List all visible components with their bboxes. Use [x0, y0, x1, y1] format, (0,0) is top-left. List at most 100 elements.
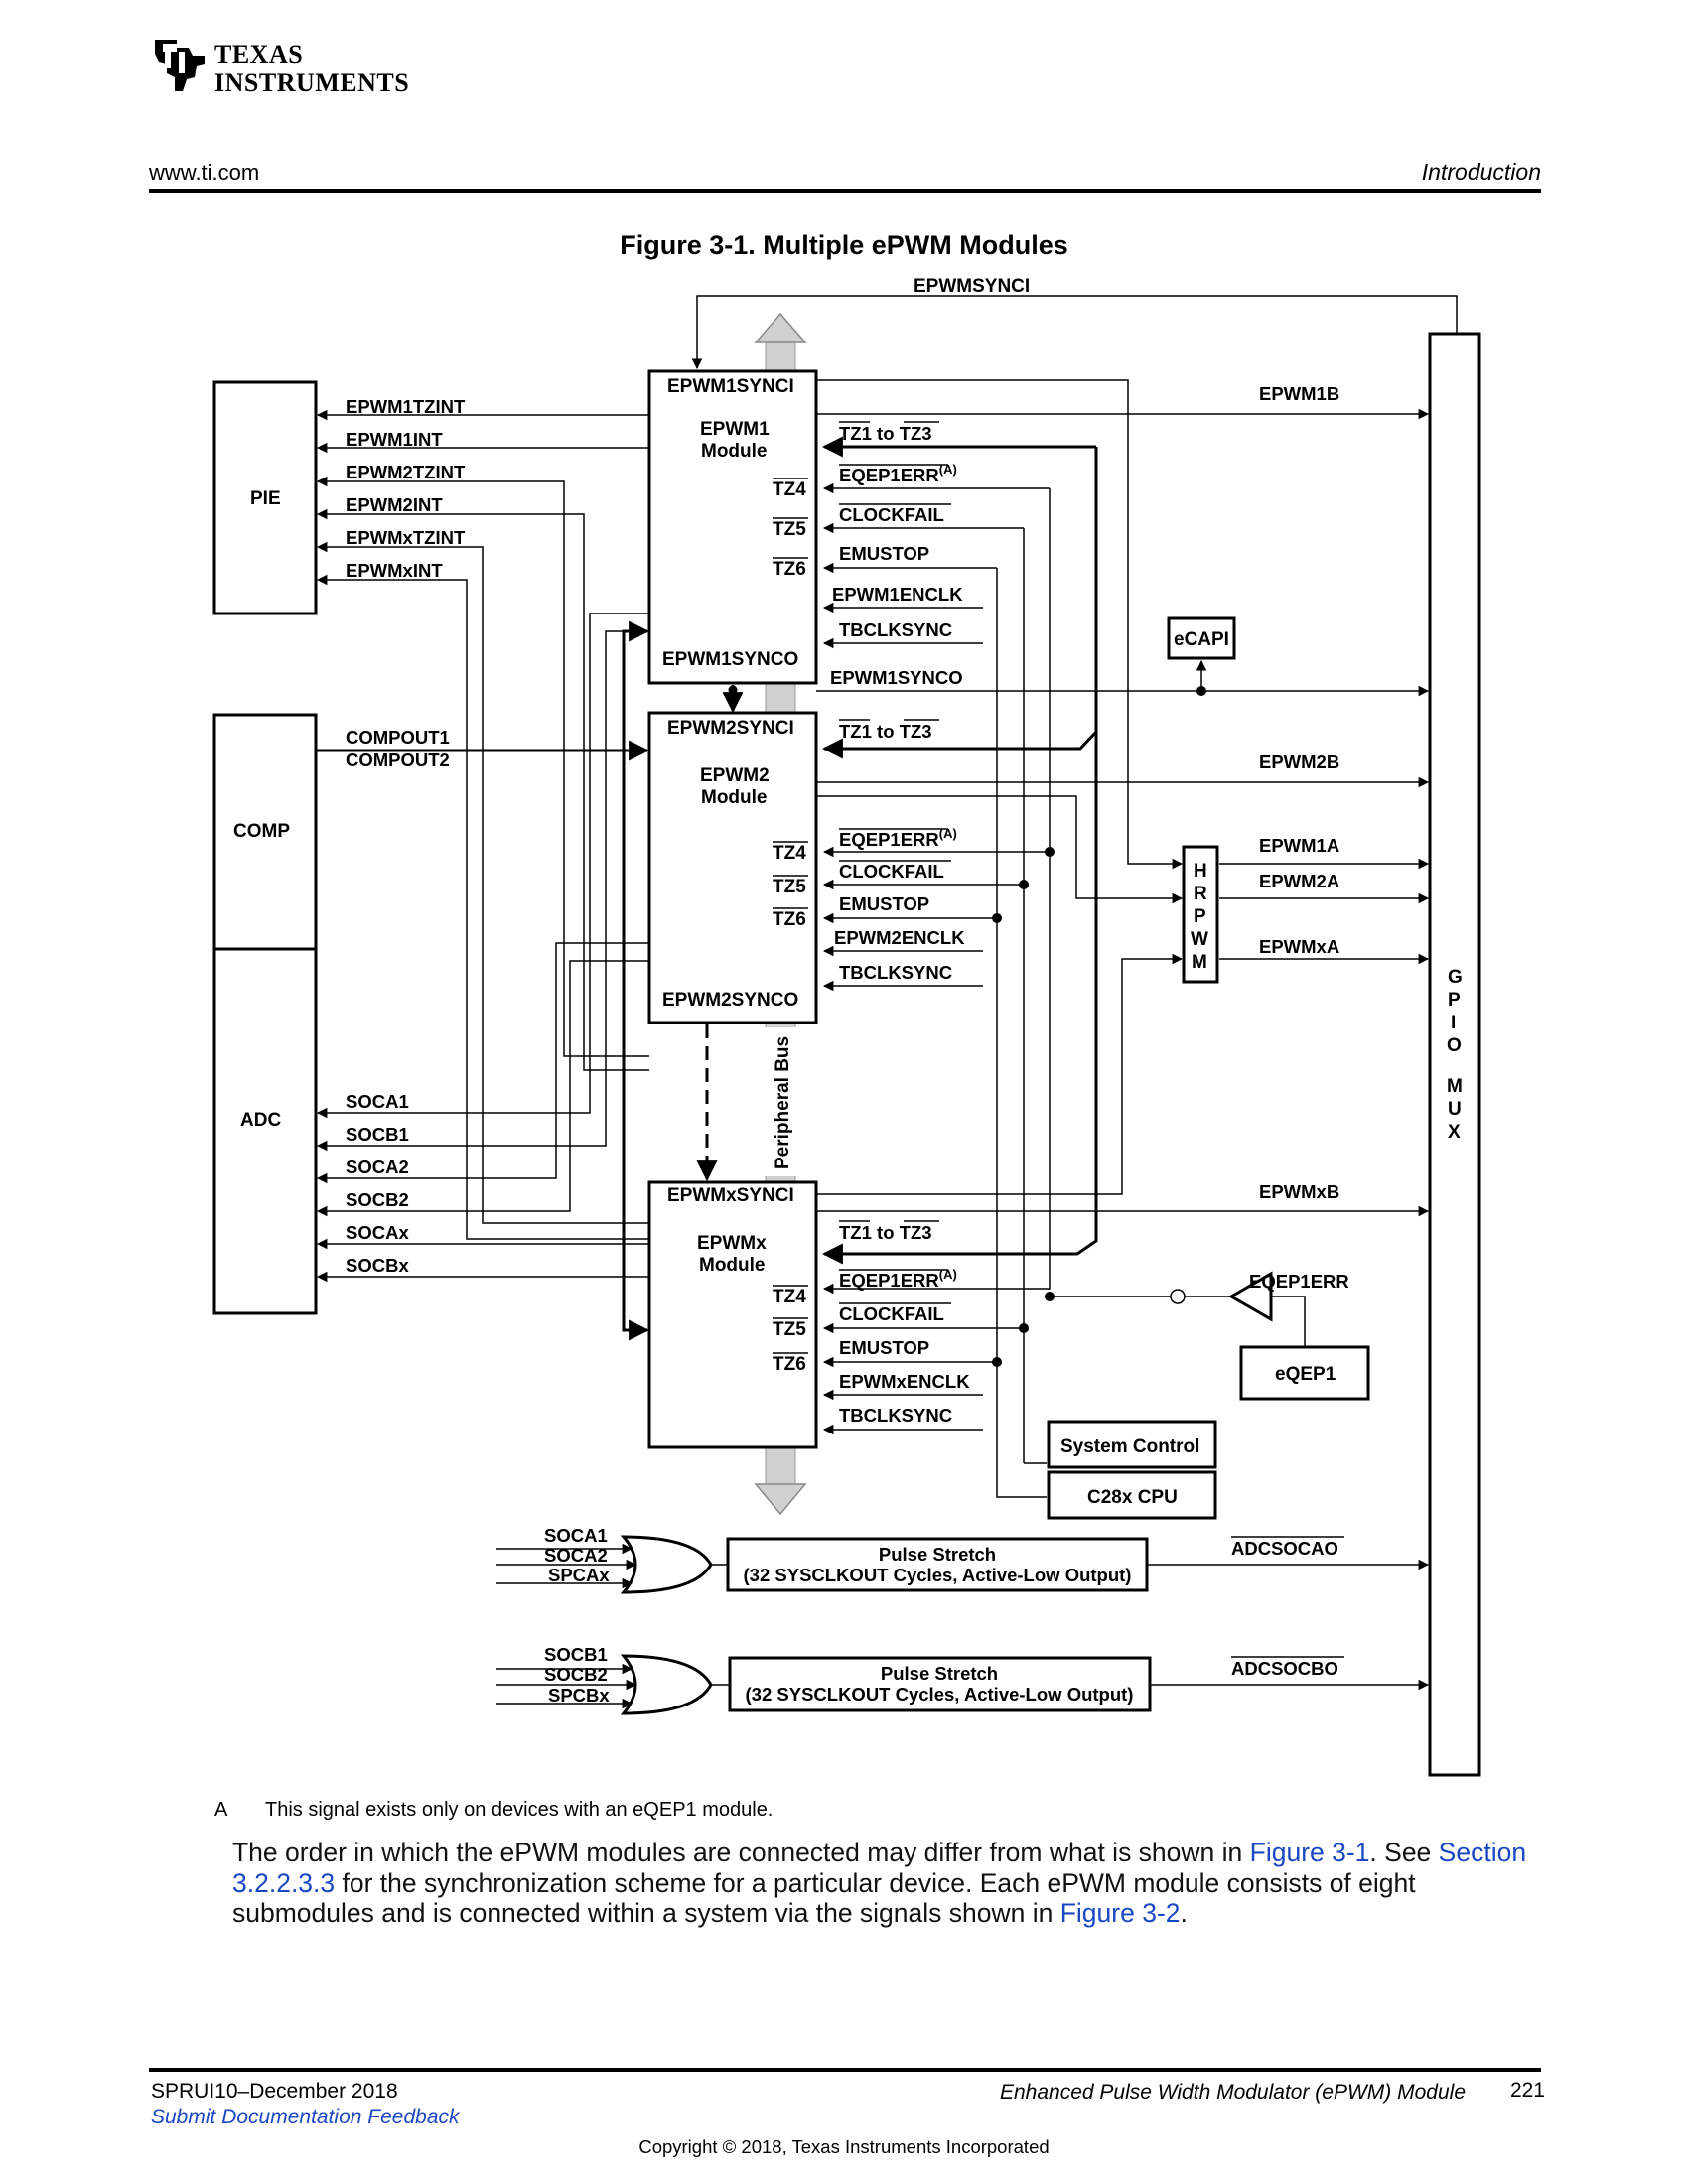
pulse-stretch-1: Pulse Stretch (32 SYSCLKOUT Cycles, Acti… [726, 1537, 1149, 1592]
figure-3-2-link[interactable]: Figure 3-2 [1059, 1898, 1181, 1928]
svg-text:TBCLKSYNC: TBCLKSYNC [839, 962, 952, 983]
svg-text:I: I [1451, 1013, 1456, 1033]
svg-text:EPWM2SYNCO: EPWM2SYNCO [662, 990, 798, 1011]
svg-text:SOCB2: SOCB2 [346, 1189, 409, 1210]
svg-text:W: W [1191, 929, 1208, 950]
website-link[interactable]: www.ti.com [149, 160, 260, 185]
svg-text:M: M [1447, 1076, 1463, 1097]
ti-logo-icon [155, 40, 205, 91]
svg-text:EPWM2: EPWM2 [700, 765, 770, 786]
svg-text:EPWMxTZINT: EPWMxTZINT [346, 527, 466, 548]
svg-text:EPWM2TZINT: EPWM2TZINT [346, 462, 466, 482]
logo-line-1: Texas [214, 40, 304, 68]
svg-text:SPCAx: SPCAx [548, 1565, 610, 1585]
epwm1-inputs [822, 482, 1172, 1498]
svg-text:EPWMxENCLK: EPWMxENCLK [839, 1371, 970, 1392]
svg-text:EPWMxSYNCI: EPWMxSYNCI [667, 1185, 794, 1206]
svg-text:TZ4: TZ4 [773, 843, 806, 864]
overbars-inputs [839, 421, 951, 1304]
compout2-label: COMPOUT2 [346, 750, 450, 770]
svg-text:TZ5: TZ5 [773, 877, 806, 897]
cpu-block: C28x CPU [1047, 1470, 1217, 1520]
svg-text:(32 SYSCLKOUT Cycles, Active-L: (32 SYSCLKOUT Cycles, Active-Low Output) [746, 1684, 1134, 1705]
svg-text:System Control: System Control [1060, 1436, 1199, 1457]
or-gate-1: SOCA1 SOCA2 SPCAx [496, 1525, 1430, 1594]
logo-line-2: Instruments [214, 68, 410, 97]
body-paragraph: The order in which the ePWM modules are … [232, 1838, 1543, 1929]
gpio-mux-block: G P I O M U X [1428, 332, 1481, 1777]
adc-signal-labels: SOCA1 SOCB1 SOCA2 SOCB2 SOCAx SOCBx [346, 1091, 409, 1276]
compout1-label: COMPOUT1 [346, 727, 450, 748]
doc-title: Enhanced Pulse Width Modulator (ePWM) Mo… [999, 2081, 1466, 2104]
adc-block: ADC [212, 947, 318, 1315]
svg-text:EMUSTOP: EMUSTOP [839, 893, 929, 914]
svg-text:X: X [1448, 1122, 1461, 1143]
svg-text:Pulse Stretch: Pulse Stretch [879, 1544, 996, 1565]
peripheral-bus-label: Peripheral Bus [773, 1036, 793, 1169]
svg-text:EPWM2A: EPWM2A [1259, 871, 1339, 891]
svg-text:eQEP1: eQEP1 [1275, 1364, 1336, 1385]
pulse-stretch-2: Pulse Stretch (32 SYSCLKOUT Cycles, Acti… [728, 1656, 1152, 1712]
doc-id: SPRUI10–December 2018 [151, 2080, 398, 2103]
feedback-link[interactable]: Submit Documentation Feedback [151, 2106, 460, 2128]
pie-signal-labels: EPWM1TZINT EPWM1INT EPWM2TZINT EPWM2INT … [346, 396, 466, 581]
system-control-block: System Control [1047, 1420, 1217, 1469]
svg-text:SOCA1: SOCA1 [346, 1091, 409, 1112]
body-text-2: . See [1369, 1838, 1439, 1867]
svg-text:SOCA1: SOCA1 [544, 1525, 608, 1546]
tz1-tz3-bus [821, 436, 1098, 1265]
svg-text:CLOCKFAIL: CLOCKFAIL [839, 1303, 944, 1324]
svg-text:EPWM2SYNCI: EPWM2SYNCI [667, 718, 794, 739]
svg-text:SOCA2: SOCA2 [544, 1545, 608, 1566]
epwm1-module: EPWM1SYNCI EPWM1 Module TZ4 TZ5 TZ6 EPWM… [647, 369, 818, 685]
gpio-output-labels: EPWM1B EPWM1SYNCO EPWM2B EPWM1A EPWM2A E… [830, 383, 1339, 1202]
footnote-text: This signal exists only on devices with … [265, 1799, 774, 1821]
svg-text:EPWM1ENCLK: EPWM1ENCLK [832, 584, 963, 605]
svg-text:eCAPI: eCAPI [1174, 629, 1229, 650]
eqep1-block: eQEP1 [1239, 1345, 1370, 1401]
svg-text:COMP: COMP [233, 821, 290, 842]
svg-text:SOCAx: SOCAx [346, 1222, 409, 1243]
epwmx-module: EPWMxSYNCI EPWMx Module TZ4 TZ5 TZ6 [647, 1180, 818, 1449]
svg-text:EPWMxA: EPWMxA [1259, 936, 1339, 957]
svg-text:R: R [1194, 884, 1207, 904]
footer-rule [149, 2068, 1541, 2072]
epwm2-module: EPWM2SYNCI EPWM2 Module TZ4 TZ5 TZ6 EPWM… [647, 711, 818, 1024]
svg-text:EPWM1: EPWM1 [700, 419, 770, 440]
eqep1err-label: EQEP1ERR [1249, 1271, 1349, 1292]
svg-text:TBCLKSYNC: TBCLKSYNC [839, 1405, 952, 1426]
adcsocbo-label: ADCSOCBO [1231, 1658, 1338, 1679]
svg-text:EPWMxINT: EPWMxINT [346, 560, 443, 581]
hrpwm-block: H R P W M [1182, 845, 1219, 984]
svg-text:EPWM1SYNCI: EPWM1SYNCI [667, 376, 794, 397]
svg-text:EPWM1A: EPWM1A [1259, 835, 1339, 856]
svg-text:TZ1 to TZ3: TZ1 to TZ3 [839, 423, 932, 444]
comp-block: COMP [212, 713, 318, 951]
svg-text:TZ5: TZ5 [773, 519, 806, 540]
adc-signals [316, 613, 649, 1283]
svg-text:SOCBx: SOCBx [346, 1255, 409, 1276]
figure-3-1-link[interactable]: Figure 3-1 [1249, 1838, 1370, 1867]
svg-text:Module: Module [701, 787, 768, 808]
body-text-1: The order in which the ePWM modules are … [232, 1838, 1250, 1867]
svg-text:SOCB2: SOCB2 [544, 1664, 608, 1685]
svg-text:P: P [1448, 990, 1461, 1011]
svg-text:TZ1 to TZ3: TZ1 to TZ3 [839, 1222, 932, 1243]
svg-text:TBCLKSYNC: TBCLKSYNC [839, 619, 952, 640]
svg-text:U: U [1448, 1099, 1462, 1120]
svg-text:TZ4: TZ4 [773, 479, 806, 500]
svg-text:SOCB1: SOCB1 [346, 1124, 409, 1145]
svg-text:O: O [1447, 1035, 1462, 1056]
svg-text:EPWM1TZINT: EPWM1TZINT [346, 396, 466, 417]
svg-text:EPWM1SYNCO: EPWM1SYNCO [662, 649, 798, 670]
eqep-inverter: EQEP1ERR [1170, 1271, 1349, 1347]
section-link[interactable]: Section 3.2.2.3.3 [232, 1838, 1527, 1898]
svg-text:EPWMx: EPWMx [697, 1233, 767, 1254]
svg-text:(32 SYSCLKOUT Cycles, Active-L: (32 SYSCLKOUT Cycles, Active-Low Output) [744, 1565, 1132, 1585]
svg-text:TZ6: TZ6 [773, 1354, 806, 1375]
or-gate-2: SOCB1 SOCB2 SPCBx [496, 1644, 1430, 1715]
svg-text:SOCA2: SOCA2 [346, 1157, 409, 1177]
svg-text:TZ4: TZ4 [773, 1287, 806, 1307]
svg-text:EPWM1INT: EPWM1INT [346, 429, 443, 450]
svg-text:TZ6: TZ6 [773, 909, 806, 930]
